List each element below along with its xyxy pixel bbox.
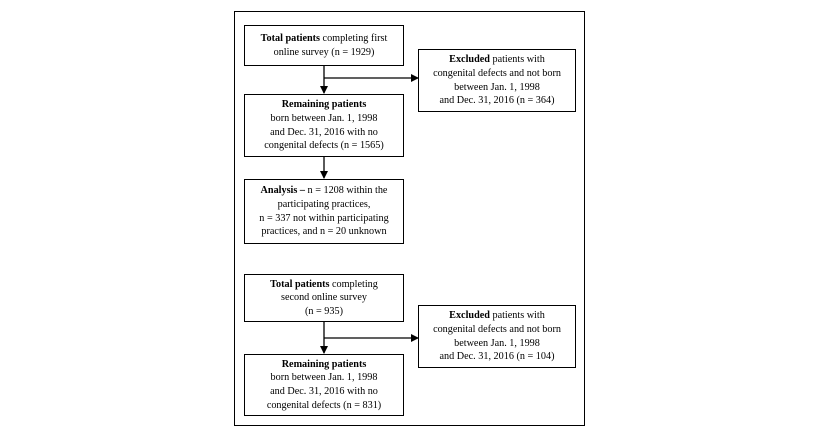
excluded-second-box: Excluded patients with congenital defect… <box>418 305 576 368</box>
total-patients-first-box: Total patients completing first online s… <box>244 25 404 66</box>
remaining-patients-label: Remaining patients <box>281 358 367 370</box>
excluded-label: Excluded <box>449 310 490 322</box>
excluded-first-box: Excluded patients with congenital defect… <box>418 49 576 112</box>
excluded-label: Excluded <box>449 54 490 66</box>
analysis-box: Analysis – n = 1208 within the participa… <box>244 179 404 244</box>
analysis-label: Analysis – <box>260 185 305 197</box>
total-patients-label: Total patients <box>270 278 330 290</box>
total-patients-second-box: Total patients completing second online … <box>244 274 404 322</box>
remaining-patients-first-box: Remaining patients born between Jan. 1, … <box>244 94 404 157</box>
remaining-patients-label: Remaining patients <box>281 99 367 111</box>
total-patients-label: Total patients <box>260 32 320 44</box>
remaining-patients-second-box: Remaining patients born between Jan. 1, … <box>244 354 404 416</box>
diagram-frame <box>234 11 585 426</box>
